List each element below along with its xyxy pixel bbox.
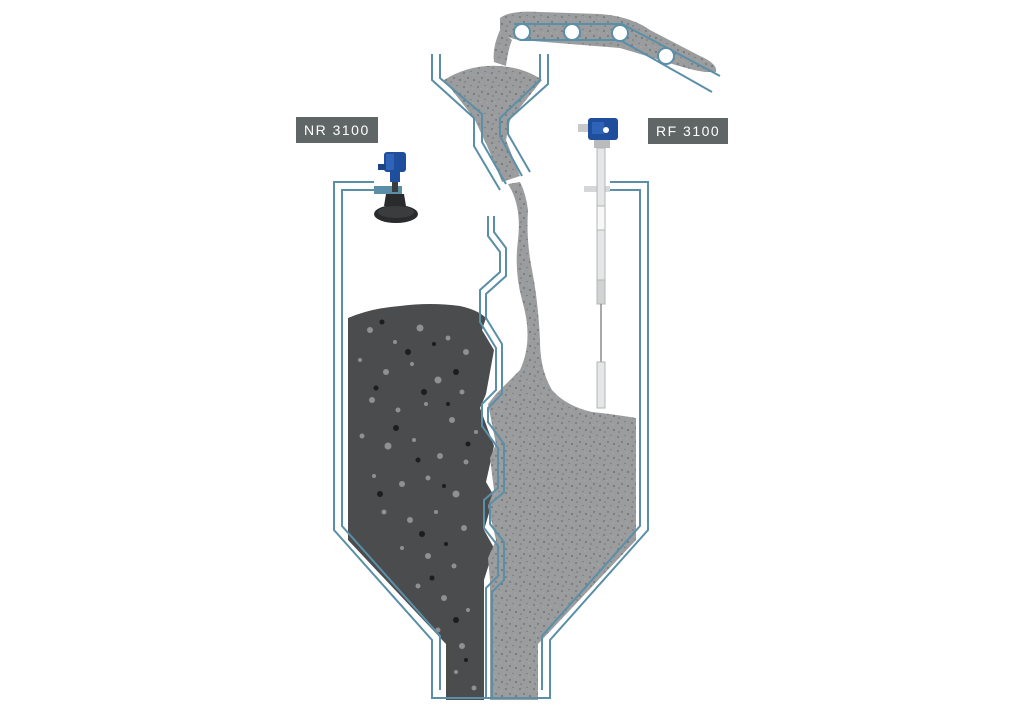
feed-hopper (431, 54, 549, 191)
dark-material-left (348, 304, 494, 700)
light-material-right (488, 182, 636, 700)
dark-material-speckles (358, 324, 478, 691)
right-silo-inner-wall (541, 189, 641, 690)
right-silo (492, 181, 649, 699)
conveyor-belt (493, 11, 721, 93)
rf-capacitance-probe-icon (578, 118, 618, 409)
conveyor-roller (513, 23, 531, 41)
central-divider-wall (479, 216, 501, 698)
conveyor-material (500, 11, 717, 73)
hopper-wall-right (499, 54, 541, 177)
hopper-material (444, 65, 542, 182)
rf-3100-label: RF 3100 (648, 118, 729, 144)
radar-level-sensor-icon (374, 152, 418, 223)
conveyor-roller (611, 24, 629, 42)
conveyor-roller (563, 23, 581, 41)
left-silo-inner-wall (341, 189, 441, 690)
nr-3100-label: NR 3100 (296, 117, 378, 143)
conveyor-roller (657, 47, 675, 65)
right-silo-outer-wall (492, 181, 649, 699)
left-silo (333, 181, 492, 699)
left-silo-outer-wall (333, 181, 492, 699)
hopper-wall-left (431, 54, 501, 191)
